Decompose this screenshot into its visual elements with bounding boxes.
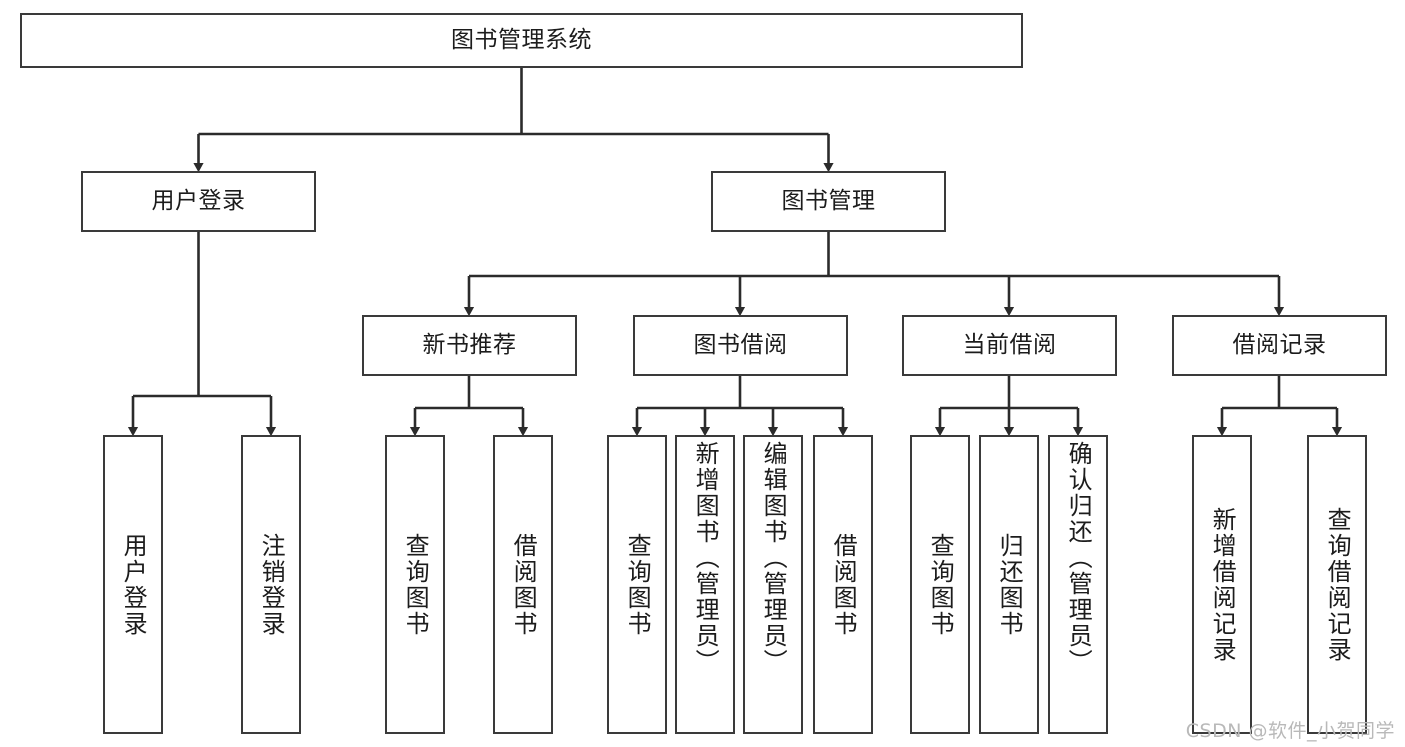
node-leaf-user-login-label: 用户登录 bbox=[119, 532, 148, 637]
node-leaf-query-book-1[interactable]: 查询图书 bbox=[385, 435, 445, 734]
node-leaf-logout[interactable]: 注销登录 bbox=[241, 435, 301, 734]
node-leaf-add-book-label: 新增图书（管理员） bbox=[691, 441, 720, 675]
node-leaf-borrow-book-2[interactable]: 借阅图书 bbox=[813, 435, 873, 734]
watermark-text: CSDN @软件_小贺同学 bbox=[1185, 720, 1395, 742]
node-leaf-query-record-label: 查询借阅记录 bbox=[1323, 506, 1352, 663]
node-leaf-query-book-2[interactable]: 查询图书 bbox=[607, 435, 667, 734]
node-user-login-label: 用户登录 bbox=[151, 187, 246, 214]
node-leaf-confirm-return[interactable]: 确认归还（管理员） bbox=[1048, 435, 1108, 734]
node-current-borrow-label: 当前借阅 bbox=[962, 331, 1057, 358]
node-leaf-add-record[interactable]: 新增借阅记录 bbox=[1192, 435, 1252, 734]
node-leaf-query-book-3-label: 查询图书 bbox=[926, 532, 955, 637]
node-borrow-record[interactable]: 借阅记录 bbox=[1172, 315, 1387, 376]
node-book-manage-label: 图书管理 bbox=[781, 187, 876, 214]
node-leaf-add-record-label: 新增借阅记录 bbox=[1208, 506, 1237, 663]
node-book-borrow-label: 图书借阅 bbox=[693, 331, 788, 358]
node-user-login[interactable]: 用户登录 bbox=[81, 171, 316, 232]
node-new-book-recommend[interactable]: 新书推荐 bbox=[362, 315, 577, 376]
node-leaf-query-record[interactable]: 查询借阅记录 bbox=[1307, 435, 1367, 734]
node-borrow-record-label: 借阅记录 bbox=[1232, 331, 1327, 358]
node-leaf-return-book[interactable]: 归还图书 bbox=[979, 435, 1039, 734]
node-leaf-borrow-book-1-label: 借阅图书 bbox=[509, 532, 538, 637]
node-leaf-user-login[interactable]: 用户登录 bbox=[103, 435, 163, 734]
node-leaf-query-book-3[interactable]: 查询图书 bbox=[910, 435, 970, 734]
node-leaf-edit-book[interactable]: 编辑图书（管理员） bbox=[743, 435, 803, 734]
node-leaf-logout-label: 注销登录 bbox=[257, 532, 286, 637]
node-leaf-edit-book-label: 编辑图书（管理员） bbox=[759, 441, 788, 675]
node-leaf-confirm-return-label: 确认归还（管理员） bbox=[1064, 441, 1093, 675]
node-leaf-borrow-book-1[interactable]: 借阅图书 bbox=[493, 435, 553, 734]
node-leaf-borrow-book-2-label: 借阅图书 bbox=[829, 532, 858, 637]
node-root-label: 图书管理系统 bbox=[451, 26, 592, 53]
node-leaf-query-book-2-label: 查询图书 bbox=[623, 532, 652, 637]
node-leaf-add-book[interactable]: 新增图书（管理员） bbox=[675, 435, 735, 734]
node-book-manage[interactable]: 图书管理 bbox=[711, 171, 946, 232]
node-root[interactable]: 图书管理系统 bbox=[20, 13, 1023, 68]
node-leaf-query-book-1-label: 查询图书 bbox=[401, 532, 430, 637]
node-new-book-recommend-label: 新书推荐 bbox=[422, 331, 517, 358]
node-current-borrow[interactable]: 当前借阅 bbox=[902, 315, 1117, 376]
node-book-borrow[interactable]: 图书借阅 bbox=[633, 315, 848, 376]
node-leaf-return-book-label: 归还图书 bbox=[995, 532, 1024, 637]
